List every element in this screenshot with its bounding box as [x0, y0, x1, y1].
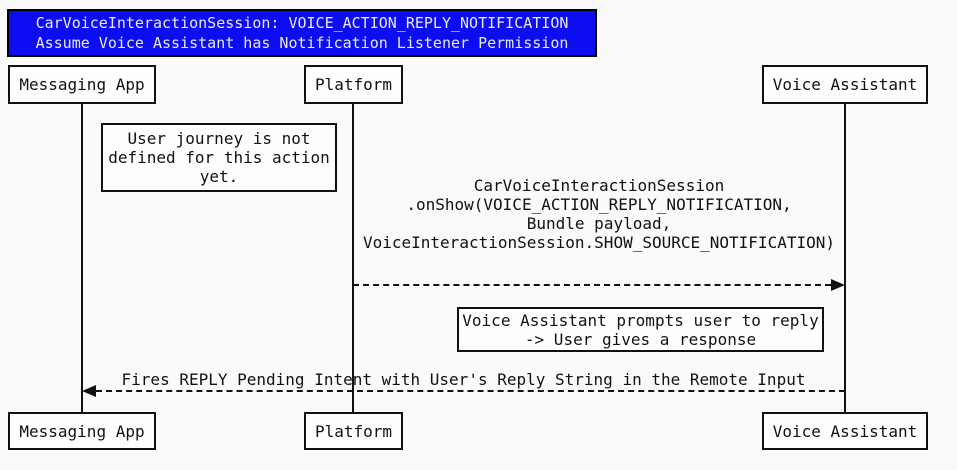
participant-label: Platform	[314, 75, 393, 94]
diagram-title: CarVoiceInteractionSession: VOICE_ACTION…	[7, 9, 597, 57]
arrow-reply-intent-line	[96, 390, 845, 392]
participant-label: Voice Assistant	[772, 75, 918, 94]
arrow-onshow-line	[353, 284, 831, 286]
note-line: yet.	[199, 167, 239, 186]
diagram-title-line-1: CarVoiceInteractionSession: VOICE_ACTION…	[35, 14, 569, 32]
participant-platform-top: Platform	[304, 65, 403, 104]
participant-label: Platform	[314, 421, 393, 441]
participant-platform-bottom: Platform	[304, 412, 403, 450]
diagram-title-line-2: Assume Voice Assistant has Notification …	[35, 34, 569, 52]
message-line: CarVoiceInteractionSession	[473, 176, 725, 195]
participant-messaging-app-bottom: Messaging App	[8, 412, 156, 450]
note-line: Voice Assistant prompts user to reply	[462, 311, 819, 330]
note-line: User journey is not	[127, 129, 311, 148]
participant-voice-assistant-top: Voice Assistant	[762, 65, 928, 104]
message-line: .onShow(VOICE_ACTION_REPLY_NOTIFICATION,	[406, 195, 792, 214]
arrow-reply-intent-head-icon	[82, 385, 96, 397]
participant-messaging-app-top: Messaging App	[8, 65, 156, 104]
note-line: defined for this action	[108, 148, 330, 167]
lifeline-messaging-app	[81, 104, 83, 412]
note-voice-assistant-prompts: Voice Assistant prompts user to reply ->…	[457, 307, 824, 352]
participant-label: Voice Assistant	[772, 421, 918, 441]
message-line: Fires REPLY Pending Intent with User's R…	[121, 370, 806, 389]
note-line: -> User gives a response	[524, 330, 757, 349]
note-user-journey: User journey is not defined for this act…	[101, 123, 337, 192]
message-line: VoiceInteractionSession.SHOW_SOURCE_NOTI…	[362, 233, 835, 252]
participant-label: Messaging App	[19, 421, 145, 441]
participant-label: Messaging App	[19, 75, 145, 94]
message-reply-intent-text: Fires REPLY Pending Intent with User's R…	[82, 370, 845, 389]
arrow-onshow-head-icon	[831, 279, 845, 291]
message-onshow-text: CarVoiceInteractionSession .onShow(VOICE…	[353, 176, 845, 252]
message-line: Bundle payload,	[526, 214, 672, 233]
lifeline-platform	[352, 104, 354, 412]
participant-voice-assistant-bottom: Voice Assistant	[762, 412, 928, 450]
lifeline-voice-assistant	[844, 104, 846, 412]
